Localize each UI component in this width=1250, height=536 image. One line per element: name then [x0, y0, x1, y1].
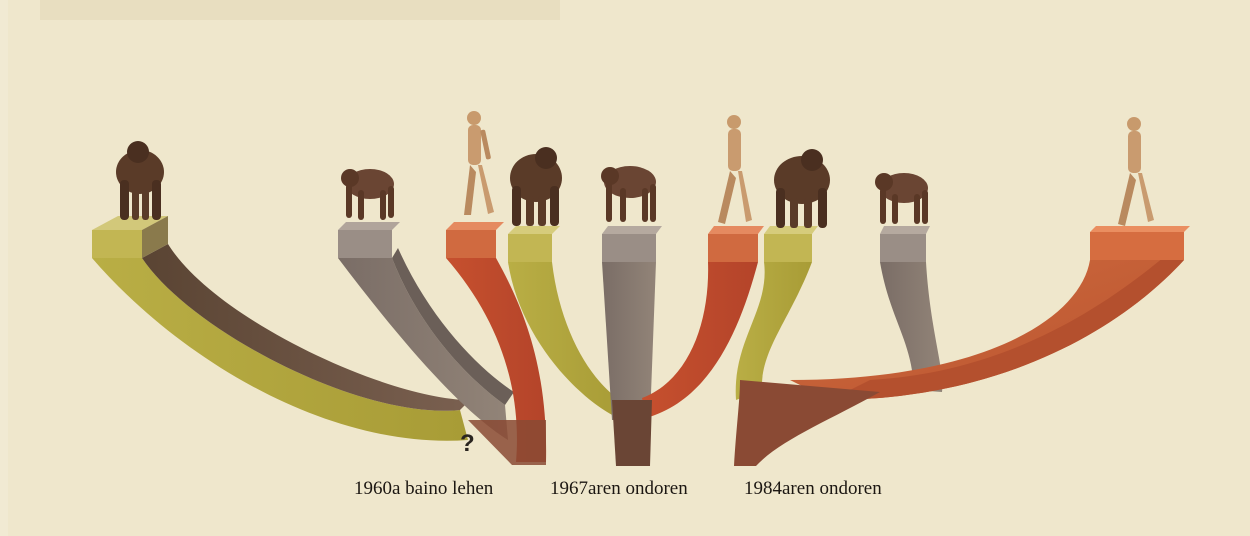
branch-human-1984 — [790, 260, 1184, 400]
platform-1960-chimpanzee — [338, 222, 400, 258]
tree-1960 — [92, 244, 546, 465]
platform-1984-human — [1090, 226, 1190, 260]
tree-1984 — [734, 240, 1184, 466]
platform-1967-chimpanzee — [602, 226, 662, 262]
caption-1960: 1960a baino lehen — [354, 478, 493, 500]
unknown-marker: ? — [460, 430, 475, 458]
caption-1967: 1967aren ondoren — [550, 478, 688, 500]
caption-1984: 1984aren ondoren — [744, 478, 882, 500]
gorilla-icon — [510, 147, 562, 226]
gorilla-icon — [774, 149, 830, 228]
chimpanzee-icon — [601, 166, 656, 222]
human-icon — [1118, 117, 1154, 226]
platform-1967-gorilla — [508, 226, 560, 262]
trunk-1960 — [468, 420, 546, 465]
human-icon — [718, 115, 752, 224]
platform-1984-chimpanzee — [880, 226, 930, 262]
chimpanzee-icon — [875, 173, 928, 224]
gorilla-icon — [116, 141, 164, 220]
platforms — [92, 216, 1190, 262]
trunk-1967 — [612, 400, 652, 466]
human-icon — [464, 111, 494, 215]
platform-1984-gorilla — [764, 226, 818, 262]
platform-1960-human — [446, 222, 504, 258]
platform-1967-human — [708, 226, 764, 262]
trunk-1984 — [734, 380, 880, 466]
chimpanzee-icon — [341, 169, 394, 220]
